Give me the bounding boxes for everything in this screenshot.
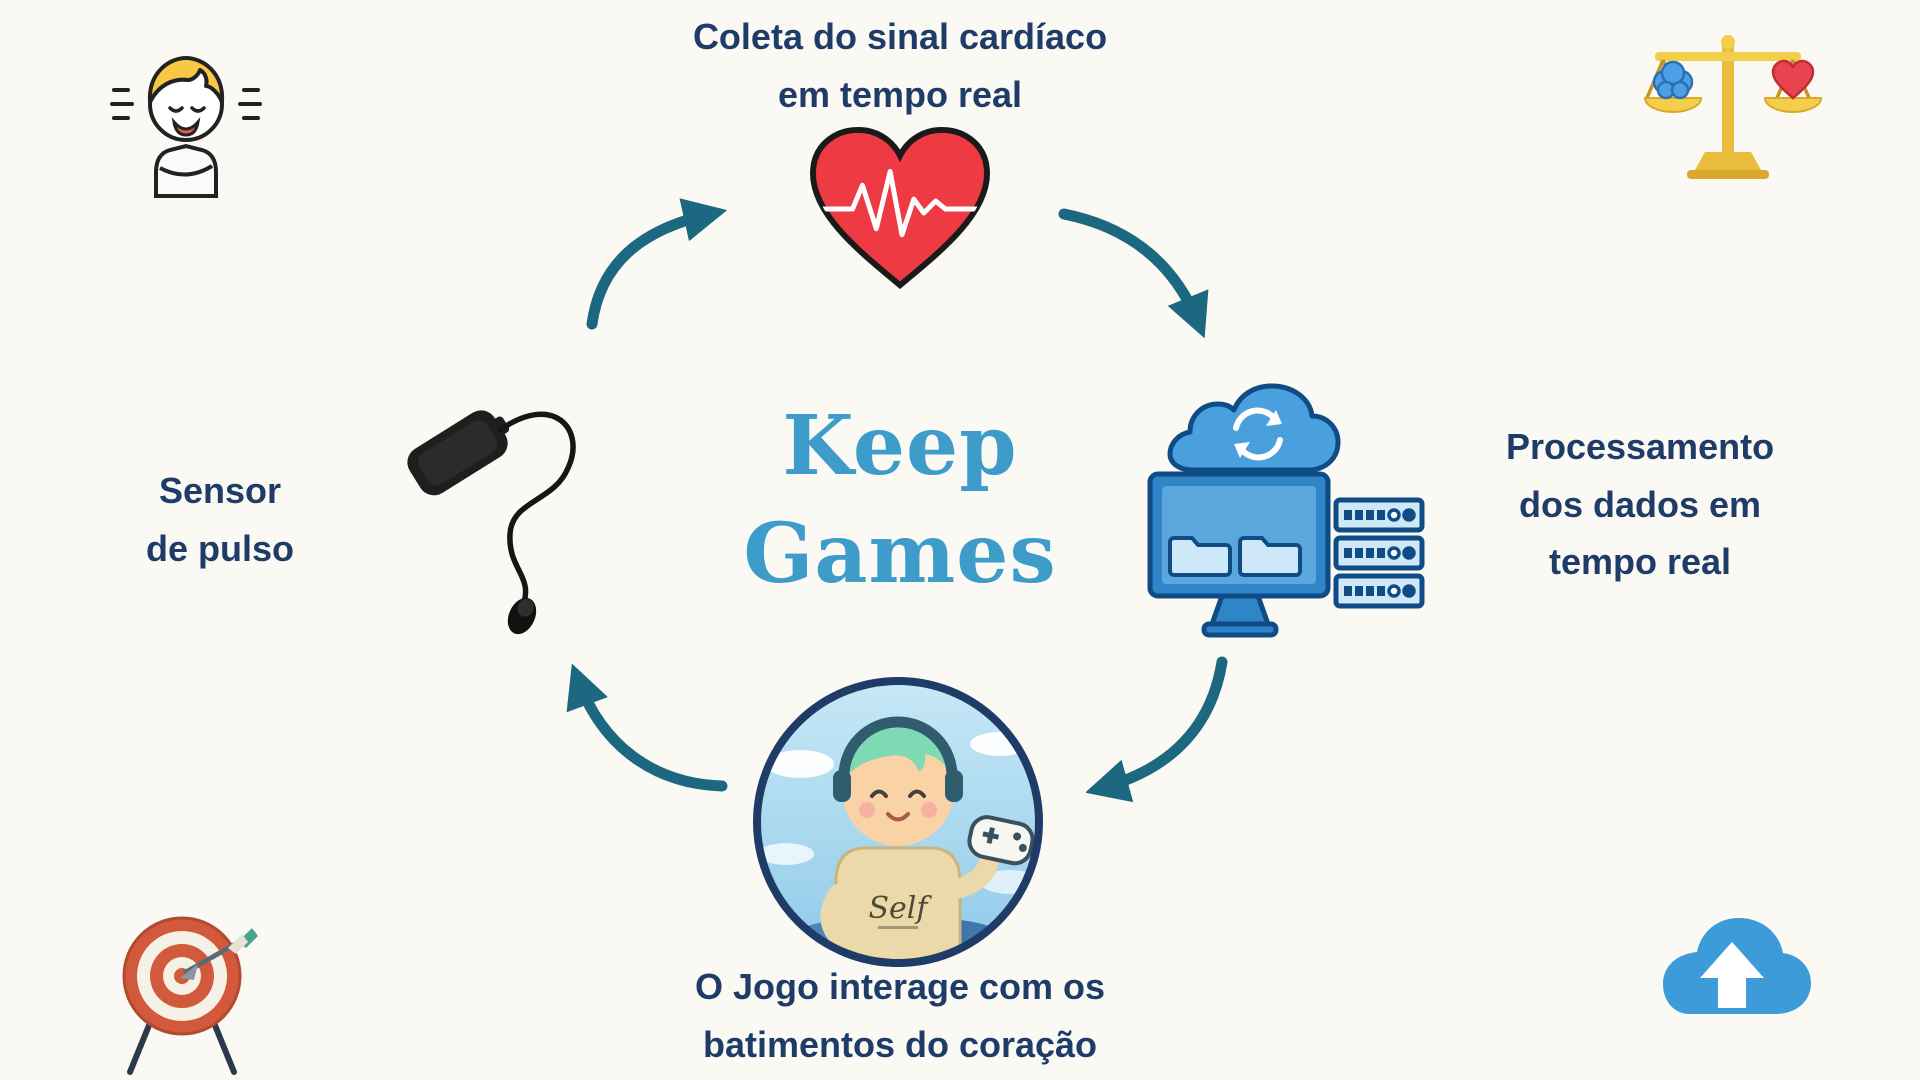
cloud-upload-icon: [1663, 918, 1811, 1014]
cycle-arrow-top-to-right: [1058, 208, 1209, 338]
sync-arrows-icon: [1233, 407, 1283, 461]
target-arrow-icon: [122, 916, 258, 1075]
heart-icon: [1771, 59, 1815, 100]
label-collect: Coleta do sinal cardíaco em tempo real: [550, 8, 1250, 123]
label-game-line2: batimentos do coração: [702, 1023, 1098, 1065]
label-process-line3: tempo real: [1548, 541, 1732, 583]
cycle-arrow-left-to-top: [586, 198, 728, 330]
cloud-data-processing-icon: [1147, 383, 1425, 638]
brain-heart-scale-icon: [1643, 35, 1823, 179]
brain-icon: [1652, 60, 1694, 100]
heart-ecg-icon: [810, 126, 990, 290]
label-sensor-line1: Sensor: [158, 470, 282, 511]
page-title: Keep Games: [650, 392, 1150, 608]
relaxed-gamer-avatar: Self: [753, 677, 1043, 967]
breathing-boy-icon: [110, 56, 262, 198]
cycle-arrow-right-to-bottom: [1086, 656, 1228, 803]
label-game-line1: O Jogo interage com os: [694, 966, 1106, 1007]
label-collect-line2: em tempo real: [777, 73, 1023, 115]
label-game: O Jogo interage com os batimentos do cor…: [560, 958, 1240, 1073]
label-process: Processamento dos dados em tempo real: [1450, 418, 1830, 591]
label-collect-line1: Coleta do sinal cardíaco: [692, 16, 1108, 57]
cycle-arrow-bottom-to-left: [566, 663, 728, 792]
label-process-line1: Processamento: [1505, 426, 1775, 467]
title-line2: Games: [743, 506, 1057, 603]
label-sensor-line2: de pulso: [145, 527, 294, 569]
game-controller-icon: [967, 815, 1035, 866]
label-sensor: Sensor de pulso: [60, 462, 380, 577]
pulse-sensor-image: [407, 410, 576, 635]
label-process-line2: dos dados em: [1518, 483, 1762, 525]
title-line1: Keep: [782, 398, 1018, 494]
shirt-text: Self: [868, 891, 932, 926]
